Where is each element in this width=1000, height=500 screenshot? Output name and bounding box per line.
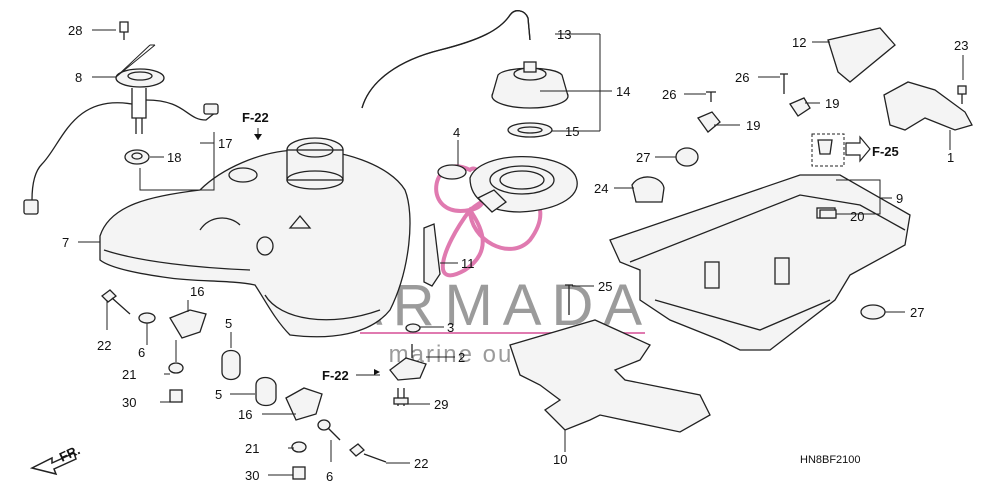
callout-24: 24 (594, 181, 608, 196)
f25-arrow (845, 135, 871, 163)
callout-26-top: 26 (735, 70, 749, 85)
sensor-parts[interactable] (389, 323, 427, 406)
callout-16-top: 16 (190, 284, 204, 299)
callout-28: 28 (68, 23, 82, 38)
callout-18: 18 (167, 150, 181, 165)
diagram-code: HN8BF2100 (800, 454, 861, 466)
callout-6-left: 6 (138, 345, 145, 360)
under-guard-plate[interactable] (509, 284, 711, 433)
ref-f22-bottom[interactable]: F-22 (322, 368, 349, 383)
callout-5-bottom: 5 (215, 387, 222, 402)
callout-8: 8 (75, 70, 82, 85)
filler-cap-assembly[interactable] (361, 10, 569, 138)
callout-19-left: 19 (746, 118, 760, 133)
callout-23: 23 (954, 38, 968, 53)
callout-25: 25 (598, 279, 612, 294)
front-arrow-icon (29, 451, 77, 476)
tank-tray[interactable] (609, 174, 911, 351)
callout-21-top: 21 (122, 367, 136, 382)
callout-22-left: 22 (97, 338, 111, 353)
callout-21-bottom: 21 (245, 441, 259, 456)
right-small-parts[interactable] (631, 27, 973, 320)
callout-11: 11 (461, 256, 475, 271)
callout-5-top: 5 (225, 316, 232, 331)
callout-20: 20 (850, 209, 864, 224)
callout-7: 7 (62, 235, 69, 250)
callout-13: 13 (557, 27, 571, 42)
reference-labels[interactable]: F-22 F-22 F-25 (242, 110, 899, 383)
callout-22-bottom: 22 (414, 456, 428, 471)
front-direction-indicator: FR. (29, 442, 82, 476)
callout-labels: 28 8 17 18 7 13 14 15 4 11 3 2 29 25 10 … (62, 23, 968, 484)
callout-12: 12 (792, 35, 806, 50)
fuel-tank[interactable] (99, 137, 411, 338)
callout-10: 10 (553, 452, 567, 467)
front-label: FR. (57, 442, 82, 464)
fuel-pump-assembly[interactable] (23, 21, 219, 215)
callout-30-top: 30 (122, 395, 136, 410)
ref-f22-top[interactable]: F-22 (242, 110, 269, 125)
filler-neck-plate[interactable] (437, 155, 578, 213)
leader-lines (78, 29, 964, 476)
callout-30-bottom: 30 (245, 468, 259, 483)
stay-bracket[interactable] (423, 223, 441, 287)
callout-26-left: 26 (662, 87, 676, 102)
callout-2: 2 (458, 350, 465, 365)
callout-16-bottom: 16 (238, 407, 252, 422)
callout-15: 15 (565, 124, 579, 139)
callout-3: 3 (447, 320, 454, 335)
callout-27-top: 27 (636, 150, 650, 165)
callout-9: 9 (896, 191, 903, 206)
callout-14: 14 (616, 84, 630, 99)
callout-29: 29 (434, 397, 448, 412)
callout-4: 4 (453, 125, 460, 140)
callout-27-right: 27 (910, 305, 924, 320)
callout-6-bottom: 6 (326, 469, 333, 484)
callout-19-right: 19 (825, 96, 839, 111)
callout-1: 1 (947, 150, 954, 165)
callout-17: 17 (218, 136, 232, 151)
mount-hardware[interactable] (101, 289, 387, 480)
ref-f25[interactable]: F-25 (872, 144, 899, 159)
